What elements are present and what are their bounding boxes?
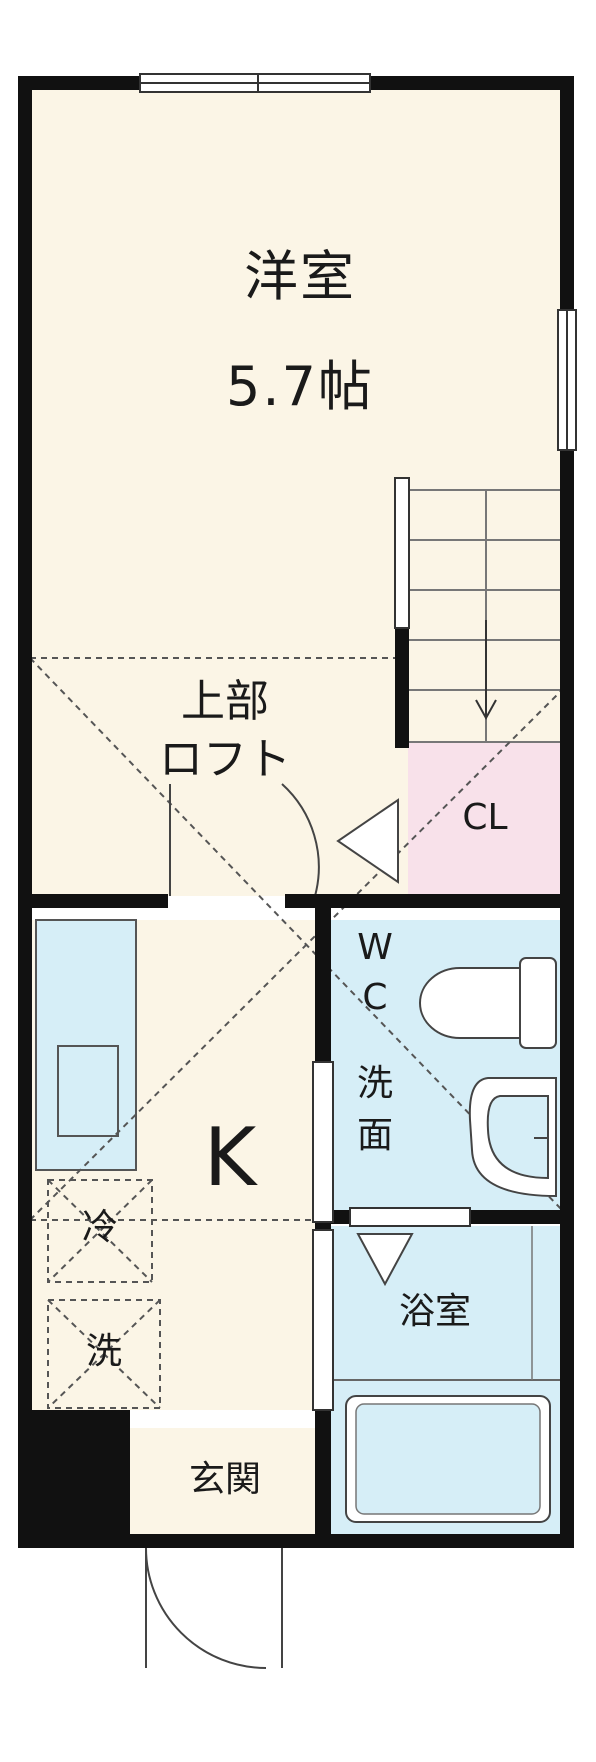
bathtub-inner bbox=[355, 1403, 541, 1515]
entrance-floor bbox=[130, 1428, 315, 1536]
wc-door-triangle bbox=[336, 798, 399, 884]
closet-floor bbox=[408, 742, 564, 894]
wc-partition-window bbox=[312, 1061, 334, 1411]
wc-label-w: W bbox=[357, 927, 393, 968]
closet-label: CL bbox=[462, 797, 508, 838]
western-room-name: 洋室 bbox=[244, 245, 356, 308]
washer-label: 洗 bbox=[85, 1331, 122, 1372]
western-room-size: 5.7帖 bbox=[226, 355, 374, 418]
wc-label-sen: 洗 bbox=[356, 1063, 393, 1104]
washbasin bbox=[468, 1077, 557, 1198]
entrance-label: 玄関 bbox=[188, 1459, 261, 1500]
sink bbox=[57, 1045, 119, 1137]
toilet bbox=[419, 957, 557, 1049]
bath-door-frame bbox=[349, 1207, 471, 1227]
stair-rail bbox=[394, 477, 410, 629]
entrance-door bbox=[145, 1547, 283, 1669]
wc-label-c: C bbox=[362, 977, 388, 1018]
loft-label-line1: 上部 bbox=[181, 676, 269, 727]
kitchen-label: K bbox=[203, 1111, 257, 1204]
fridge-label: 冷 bbox=[81, 1207, 118, 1248]
wc-label-men: 面 bbox=[356, 1115, 393, 1156]
loft-door bbox=[169, 783, 320, 897]
bath-label: 浴室 bbox=[398, 1291, 471, 1332]
washer-space bbox=[47, 1299, 161, 1409]
staircase bbox=[407, 489, 565, 743]
loft-label-line2: ロフト bbox=[159, 734, 291, 785]
bath-door-triangle bbox=[356, 1233, 414, 1287]
fridge-space bbox=[47, 1179, 153, 1283]
top-window bbox=[139, 73, 371, 93]
side-window bbox=[557, 309, 577, 451]
